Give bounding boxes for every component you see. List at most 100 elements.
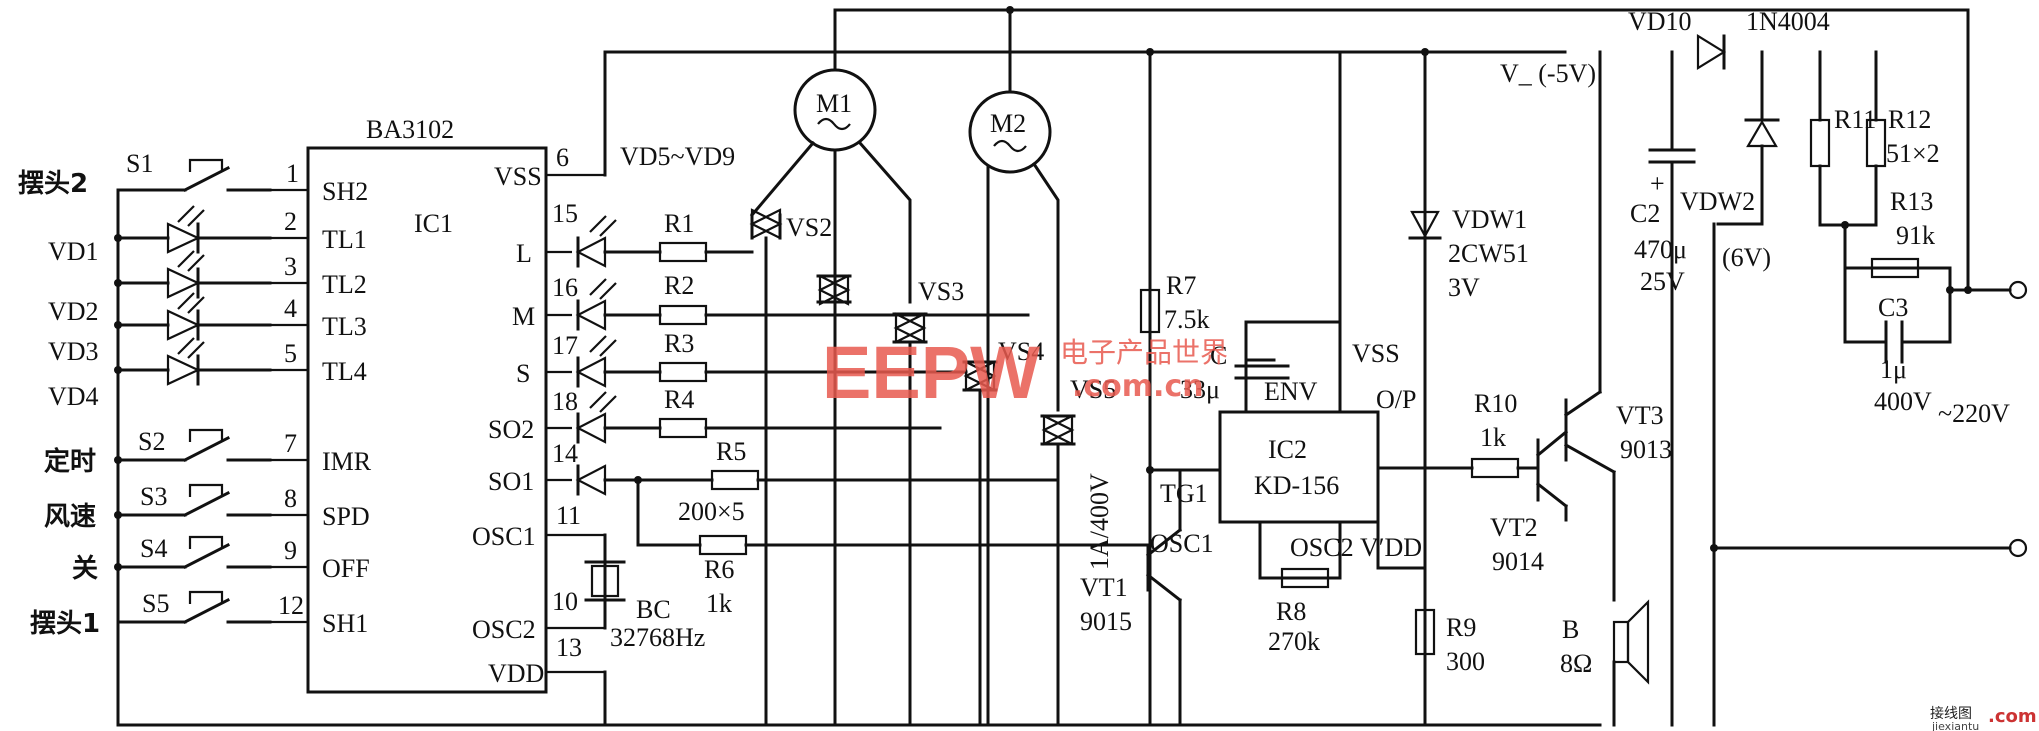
resistor-value: 51×2 — [1886, 139, 1940, 168]
pin-num: 16 — [552, 273, 578, 302]
led-light-arrows — [177, 205, 205, 359]
triac-vs4: VS3 — [892, 277, 964, 727]
pin-num: 3 — [284, 252, 297, 281]
resistor-label: R11 — [1834, 105, 1876, 134]
pin-num: 7 — [284, 429, 297, 458]
resistor-r10: R10 1k — [1470, 389, 1540, 479]
led-vd1 — [116, 222, 272, 254]
footer-logo-com: .com — [1988, 706, 2037, 727]
led-vd4 — [116, 354, 272, 386]
pin-name: OSC1 — [472, 522, 536, 551]
cap-value: 25V — [1640, 267, 1685, 296]
ic2-ref: IC2 — [1268, 435, 1307, 464]
capacitor-c: C 33μ — [1180, 341, 1290, 404]
input-label: 定时 — [44, 446, 96, 477]
zener-ref: VDW1 — [1452, 205, 1527, 234]
ic1-ref: IC1 — [414, 209, 453, 238]
pin-name: OFF — [322, 554, 370, 583]
mains-label: ~220V — [1938, 399, 2010, 428]
cap-value: 400V — [1874, 387, 1932, 416]
pin-name: M — [512, 302, 535, 331]
resistor-r9: R9 300 — [1414, 608, 1485, 676]
pin-name: TL3 — [322, 312, 367, 341]
ic2-name: KD-156 — [1254, 471, 1339, 500]
pin-num: 2 — [284, 207, 297, 236]
transistor-vt3: VT3 9013 — [1563, 50, 1672, 602]
transistor-vt2: VT2 9014 — [1490, 429, 1569, 576]
resistor-value: 300 — [1446, 647, 1485, 676]
pin-num: 8 — [284, 484, 297, 513]
motor-m1: M1 — [749, 50, 912, 727]
pin-name: SPD — [322, 502, 370, 531]
cap-value: 33μ — [1180, 375, 1220, 404]
resistor-label: R2 — [664, 271, 694, 300]
watermark-cn: 电子产品世界 — [1060, 336, 1228, 369]
triac-label: VS5 — [1070, 375, 1116, 404]
ic2-tg: TG1 — [1160, 479, 1208, 508]
vminus-label: V_ (-5V) — [1500, 59, 1596, 88]
crystal-ref: BC — [636, 595, 671, 624]
resistor-value: 270k — [1268, 627, 1320, 656]
speaker-value: 8Ω — [1560, 649, 1592, 678]
cap-plus: + — [1650, 169, 1665, 198]
diode-ref: VD10 — [1628, 7, 1692, 36]
footer-logo-cn: 接线图 — [1930, 705, 1972, 722]
output-leds: R1 R2 R3 R4 R5 200×5 — [575, 209, 1112, 618]
pin-name: S — [516, 359, 530, 388]
pin-num: 11 — [556, 501, 581, 530]
footer-logo: 接线图 jiexiantu .com — [1930, 705, 2037, 731]
pin-name: SO2 — [488, 415, 534, 444]
triac-rating: 1A/400V — [1085, 473, 1114, 570]
diode-type: 1N4004 — [1746, 7, 1830, 36]
resistor-label: R5 — [716, 437, 746, 466]
triac-vs3 — [816, 274, 852, 317]
transistor-label: VT1 — [1080, 573, 1128, 602]
left-input-section: 摆头2 VD1 VD2 VD3 VD4 定时 风速 关 摆头1 S1 — [18, 149, 272, 727]
triac-vs5: VS4 — [962, 337, 1044, 727]
cap-value: 470μ — [1634, 235, 1687, 264]
pin-num: 15 — [552, 199, 578, 228]
ic2-osc1: OSC1 — [1150, 529, 1214, 558]
pin-num: 17 — [552, 331, 578, 360]
pin-num: 13 — [556, 633, 582, 662]
resistor-label: R9 — [1446, 613, 1476, 642]
pin-name: OSC2 — [472, 615, 536, 644]
transistor-vt1: VT1 9015 — [1080, 468, 1183, 727]
resistor-label: R13 — [1890, 187, 1933, 216]
ic1-block: BA3102 IC1 — [306, 115, 548, 694]
pin-num: 12 — [278, 591, 304, 620]
cap-value: 1μ — [1880, 355, 1907, 384]
triac-vs2: VS2 — [749, 208, 832, 727]
resistor-label: R10 — [1474, 389, 1517, 418]
ic1-right-pins: 6 15 16 17 18 14 11 10 13 VSS L M S SO2 … — [472, 143, 605, 688]
cap-ref: C — [1210, 341, 1227, 370]
switch-label: S4 — [140, 534, 167, 563]
motor-m2: M2 — [968, 90, 1060, 727]
zener-value: (6V) — [1722, 243, 1771, 272]
crystal-value: 32768Hz — [610, 623, 705, 652]
pin-name: TL1 — [322, 225, 367, 254]
resistor-label: R3 — [664, 329, 694, 358]
zener-vdw1: VDW1 2CW51 3V — [1408, 205, 1529, 302]
triac-label: VS3 — [918, 277, 964, 306]
ic2-block: IC2 KD-156 ENV VSS O/P TG1 OSC1 OSC2 V′D… — [1148, 50, 1474, 580]
ic1-left-pins: 1 2 3 4 5 7 8 9 12 SH2 TL1 TL2 TL3 TL4 I… — [270, 159, 372, 638]
ic2-env: ENV — [1264, 377, 1318, 406]
watermark-url: .com.cn — [1072, 369, 1204, 404]
ic2-op: O/P — [1376, 385, 1416, 414]
zener-ref: VDW2 — [1680, 187, 1755, 216]
resistor-r7: R7 7.5k — [1139, 271, 1210, 474]
resistor-value: 91k — [1896, 221, 1935, 250]
cap-ref: C2 — [1630, 199, 1660, 228]
input-label: 风速 — [44, 502, 96, 532]
switch-label: S5 — [142, 589, 169, 618]
resistor-label: R8 — [1276, 597, 1306, 626]
pin-num: 18 — [552, 387, 578, 416]
resistor-value: 200×5 — [678, 497, 745, 526]
ic2-vss: VSS — [1352, 339, 1400, 368]
transistor-label: VT2 — [1490, 513, 1538, 542]
ic2-osc2: OSC2 — [1290, 533, 1354, 562]
pin-num: 10 — [552, 587, 578, 616]
pin-name: IMR — [322, 447, 372, 476]
